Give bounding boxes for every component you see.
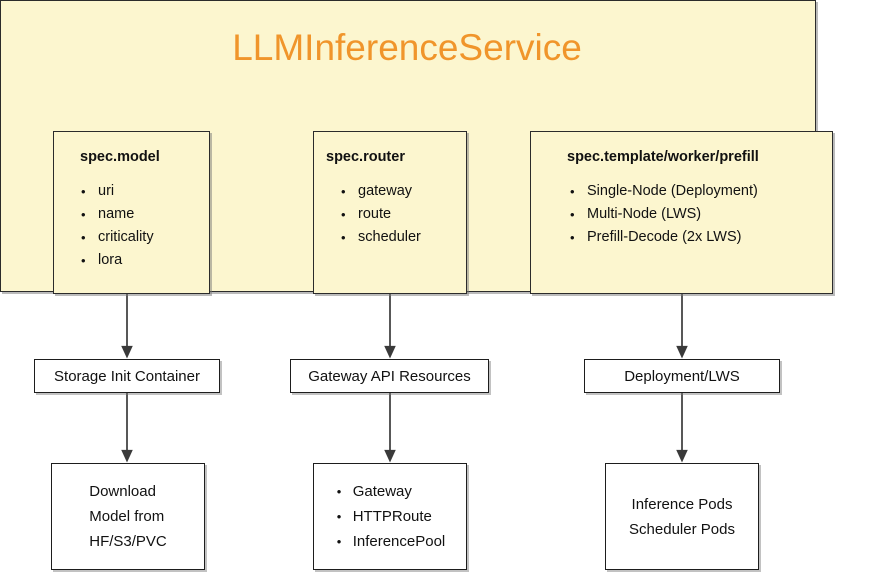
text-line: Inference Pods <box>631 495 733 513</box>
gateway-resources-list: Gateway HTTPRoute InferencePool <box>335 479 446 554</box>
download-model-lines: Download Model from HF/S3/PVC <box>89 479 167 554</box>
spec-router-title: spec.router <box>326 149 405 165</box>
list-item: uri <box>81 180 209 203</box>
list-item: name <box>81 203 209 226</box>
list-item: scheduler <box>341 226 466 249</box>
spec-router-box: spec.router gateway route scheduler <box>313 131 467 294</box>
storage-init-container-box: Storage Init Container <box>34 359 220 393</box>
text-line: Model from <box>89 508 165 525</box>
list-item: lora <box>81 249 209 272</box>
text-line: HF/S3/PVC <box>89 533 167 550</box>
download-model-box: Download Model from HF/S3/PVC <box>51 463 205 570</box>
list-item: Prefill-Decode (2x LWS) <box>570 226 832 249</box>
gateway-api-resources-label: Gateway API Resources <box>308 367 471 385</box>
deployment-lws-box: Deployment/LWS <box>584 359 780 393</box>
list-item: InferencePool <box>337 529 446 554</box>
list-item: Single-Node (Deployment) <box>570 180 832 203</box>
gateway-api-resources-box: Gateway API Resources <box>290 359 489 393</box>
pods-lines: Inference Pods Scheduler Pods <box>629 492 735 542</box>
spec-template-title: spec.template/worker/prefill <box>567 149 759 165</box>
storage-init-container-label: Storage Init Container <box>54 367 200 385</box>
text-line: Scheduler Pods <box>629 520 735 538</box>
spec-router-list: gateway route scheduler <box>314 180 466 249</box>
spec-model-list: uri name criticality lora <box>54 180 209 272</box>
deployment-lws-label: Deployment/LWS <box>624 367 740 385</box>
gateway-resources-box: Gateway HTTPRoute InferencePool <box>313 463 467 570</box>
list-item: criticality <box>81 226 209 249</box>
text-line: Download <box>89 483 156 500</box>
list-item: HTTPRoute <box>337 504 446 529</box>
list-item: route <box>341 203 466 226</box>
spec-template-list: Single-Node (Deployment) Multi-Node (LWS… <box>531 180 832 249</box>
page-title: LLMInferenceService <box>232 27 582 68</box>
spec-model-title: spec.model <box>80 149 160 165</box>
spec-template-box: spec.template/worker/prefill Single-Node… <box>530 131 833 294</box>
list-item: Gateway <box>337 479 446 504</box>
list-item: gateway <box>341 180 466 203</box>
pods-box: Inference Pods Scheduler Pods <box>605 463 759 570</box>
list-item: Multi-Node (LWS) <box>570 203 832 226</box>
spec-model-box: spec.model uri name criticality lora <box>53 131 210 294</box>
